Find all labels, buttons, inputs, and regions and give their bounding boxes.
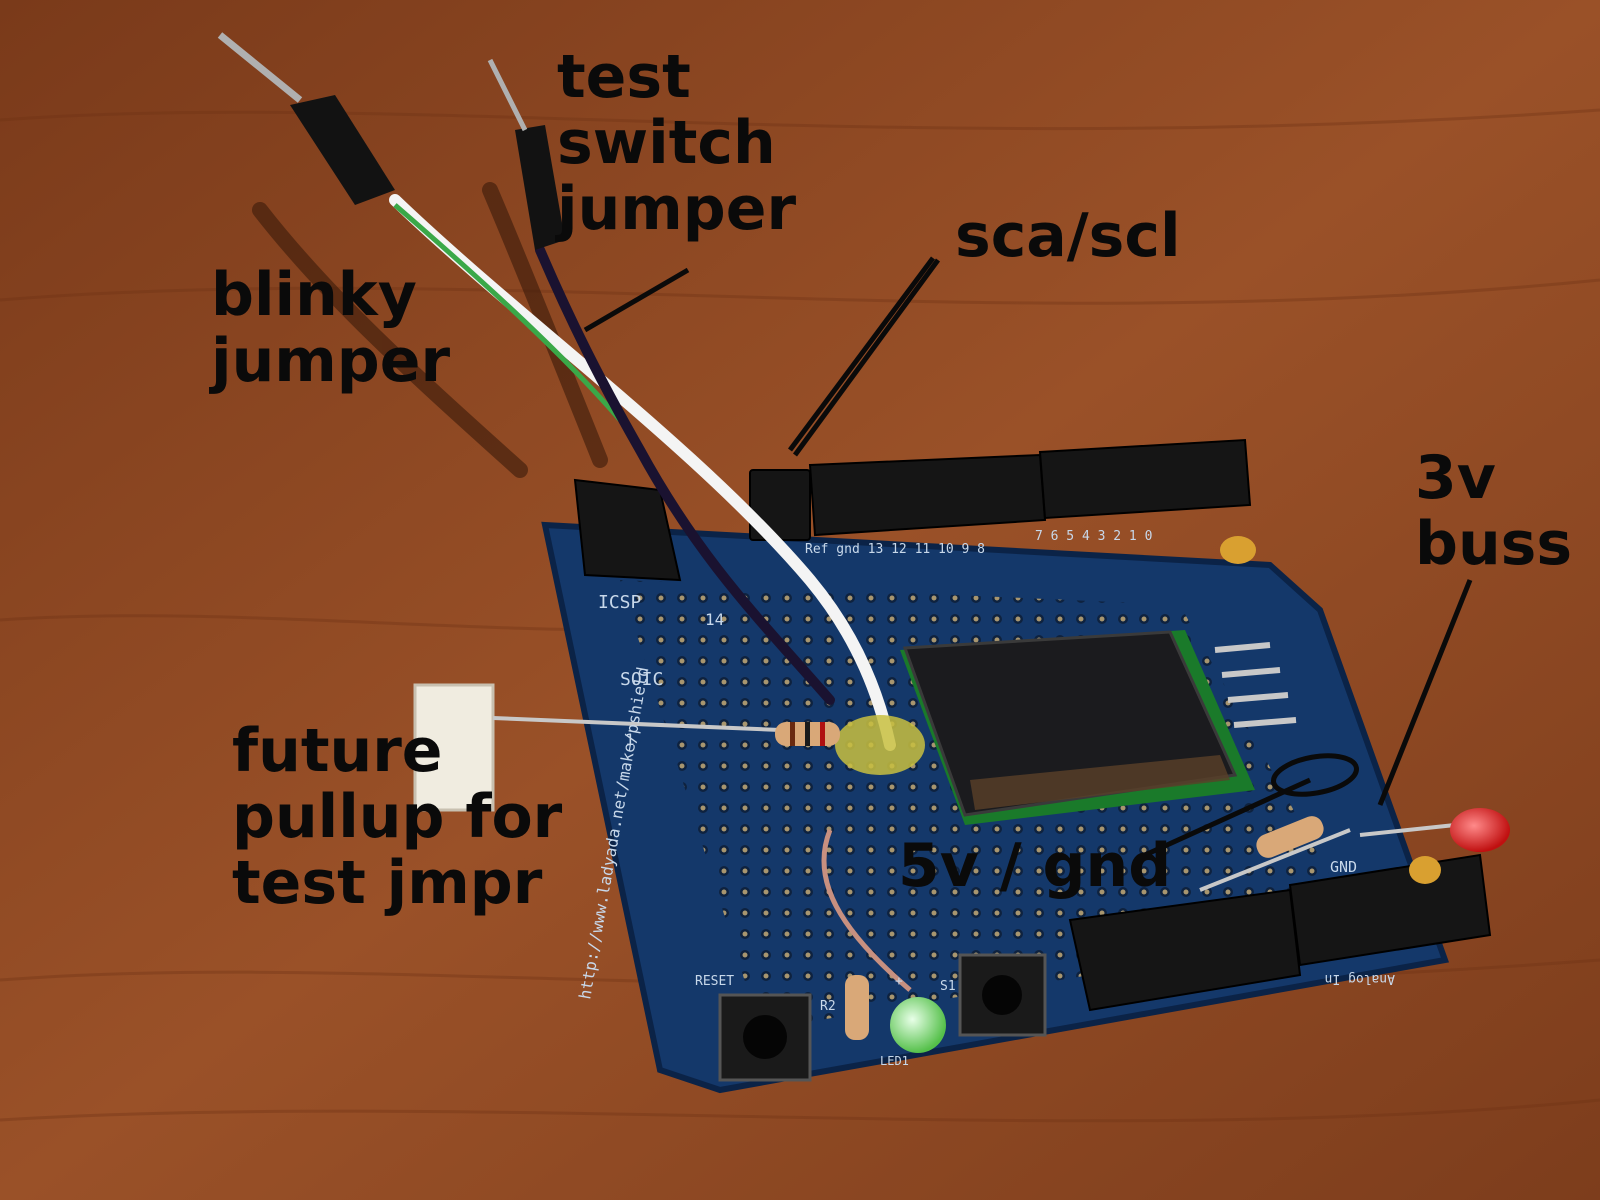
jumper-housings bbox=[217, 32, 565, 250]
capacitors bbox=[1220, 536, 1441, 884]
label-line: jumper bbox=[211, 326, 451, 396]
label-future-pullup: future pullup for test jmpr bbox=[232, 718, 562, 916]
label-line: sca/scl bbox=[955, 201, 1181, 271]
silk-icsp: ICSP bbox=[598, 592, 642, 613]
silk-gnd: GND bbox=[1330, 858, 1357, 876]
label-test-switch-jumper: test switch jumper bbox=[557, 44, 796, 242]
label-3v-buss: 3v buss bbox=[1415, 445, 1572, 577]
hot-glue bbox=[835, 715, 925, 775]
silk-analog: Analog In bbox=[1325, 971, 1395, 986]
silk-pin1: 1 bbox=[625, 730, 635, 749]
silk-r2: R2 bbox=[820, 999, 836, 1014]
silk-led1: LED1 bbox=[880, 1054, 909, 1068]
circle-5v-gnd bbox=[1271, 753, 1359, 797]
resistor-r2 bbox=[845, 975, 869, 1040]
label-sca-scl: sca/scl bbox=[955, 203, 1181, 269]
label-line: 5v / gnd bbox=[898, 831, 1172, 901]
label-line: jumper bbox=[557, 174, 797, 244]
silk-soic: SOIC bbox=[620, 669, 663, 690]
tact-buttons bbox=[718, 953, 1047, 1082]
label-line: pullup for bbox=[232, 782, 563, 852]
annotation-pointers bbox=[583, 256, 1473, 858]
rtc-module bbox=[900, 630, 1255, 825]
black-jumper-wire bbox=[535, 245, 835, 705]
white-jumper-wire bbox=[389, 194, 896, 751]
label-line: test jmpr bbox=[232, 848, 543, 918]
pointer-3v-buss bbox=[1377, 579, 1473, 806]
led-resistor bbox=[1199, 816, 1351, 892]
pointer-test-switch bbox=[583, 267, 690, 333]
green-led bbox=[821, 829, 946, 1053]
label-line: blinky bbox=[211, 260, 417, 330]
label-line: switch bbox=[557, 108, 776, 178]
silk-pin14: 14 bbox=[705, 610, 724, 629]
label-5v-gnd: 5v / gnd bbox=[898, 833, 1171, 899]
wire-shadows bbox=[252, 182, 608, 478]
label-line: 3v bbox=[1415, 443, 1496, 513]
silk-reset: RESET bbox=[695, 974, 734, 989]
label-line: future bbox=[232, 716, 443, 786]
silk-s1: S1 bbox=[940, 979, 956, 994]
pointer-sca-scl bbox=[792, 258, 941, 457]
module-pins bbox=[1214, 642, 1297, 728]
silk-digital: Ref gnd 13 12 11 10 9 8 bbox=[805, 542, 985, 557]
red-led bbox=[1359, 808, 1510, 852]
label-line: test bbox=[557, 42, 691, 112]
pullup-resistor bbox=[413, 683, 840, 812]
label-blinky-jumper: blinky jumper bbox=[211, 262, 450, 394]
silk-plus: + bbox=[895, 974, 903, 989]
green-stripe bbox=[393, 203, 622, 422]
header-sockets bbox=[573, 438, 1492, 1012]
label-line: buss bbox=[1415, 509, 1573, 579]
silk-digital-2: 7 6 5 4 3 2 1 0 bbox=[1035, 529, 1152, 544]
